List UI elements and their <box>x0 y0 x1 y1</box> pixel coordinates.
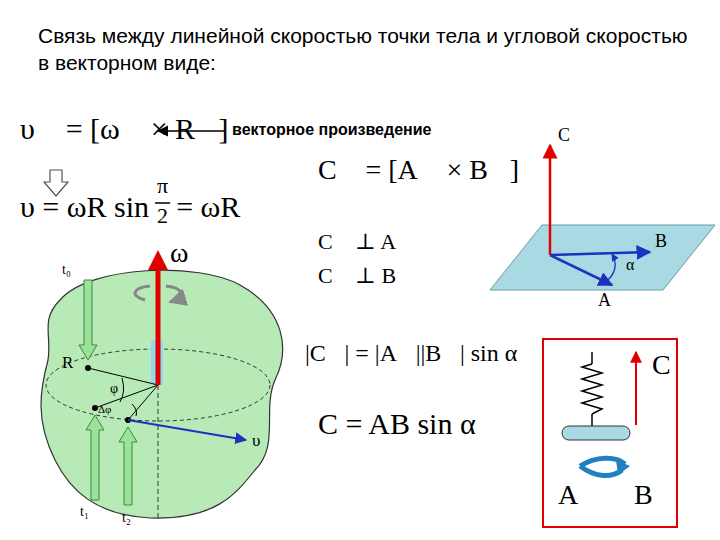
time-arrow <box>86 415 104 500</box>
angle-arc <box>120 378 124 402</box>
spring-symbol <box>582 364 602 414</box>
formula-label: Δφ <box>98 403 111 415</box>
vector-c <box>549 145 552 255</box>
formula-label: C = AB sin α <box>318 407 476 440</box>
slide-title: Связь между линейной скоростью точки тел… <box>38 22 688 77</box>
formula-label: α <box>626 256 634 274</box>
formula-label: υ = ωR sin <box>20 190 149 223</box>
screw-head <box>562 426 630 440</box>
rotation-head <box>616 460 630 475</box>
formula-label: υ <box>252 432 260 451</box>
radius-line <box>128 385 158 420</box>
formula-label: π <box>157 174 168 198</box>
vector-b <box>550 252 650 255</box>
formula-label: φ <box>110 381 118 396</box>
plane <box>490 225 715 290</box>
formula-label: C⃗ ⊥ A⃗ <box>318 230 413 254</box>
angle-arc <box>132 404 137 416</box>
vector-c <box>635 352 637 425</box>
formula-label: A⃗ <box>598 291 625 311</box>
formula-label: C⃗ ⊥ B⃗ <box>318 264 413 288</box>
formula-label: = ωR <box>176 190 240 223</box>
time-arrow <box>79 280 97 360</box>
formula-label: υ⃗ = [ω⃗ × R⃗] <box>20 112 228 145</box>
formula-label: C⃗ = [A⃗ × B⃗] <box>318 155 519 186</box>
example-box: C⃗A⃗B⃗ <box>542 338 678 528</box>
formula-label: t₁ <box>80 504 89 519</box>
omega-head <box>148 250 168 270</box>
formula-label: векторное произведение <box>232 121 431 139</box>
spring-symbol <box>582 364 602 414</box>
formula-label: ω⃗ <box>170 238 210 269</box>
rotation-arrow <box>135 286 181 302</box>
vector-a <box>550 255 612 285</box>
angle-arc <box>608 254 615 280</box>
velocity-vector <box>128 420 246 440</box>
rigid-body <box>41 270 283 518</box>
formula-label: 2 <box>157 204 168 228</box>
spring-wire <box>591 352 593 364</box>
formula-label: t₂ <box>122 510 131 525</box>
formula-label: R⃗ <box>62 354 87 373</box>
axis-line <box>158 385 159 520</box>
spring-wire <box>591 414 593 426</box>
formula-label: B⃗ <box>655 232 681 252</box>
formula-label: t₀ <box>62 262 71 277</box>
point <box>92 405 98 411</box>
vector-label: A⃗ <box>558 480 600 511</box>
vector-label: B⃗ <box>634 480 674 511</box>
formula-label: |C⃗| = |A⃗||B⃗| sin α <box>305 340 517 366</box>
time-arrow <box>119 427 137 505</box>
vector-label: C⃗ <box>652 350 692 381</box>
omega-vector <box>156 262 161 385</box>
formula-label: C⃗ <box>558 126 584 146</box>
